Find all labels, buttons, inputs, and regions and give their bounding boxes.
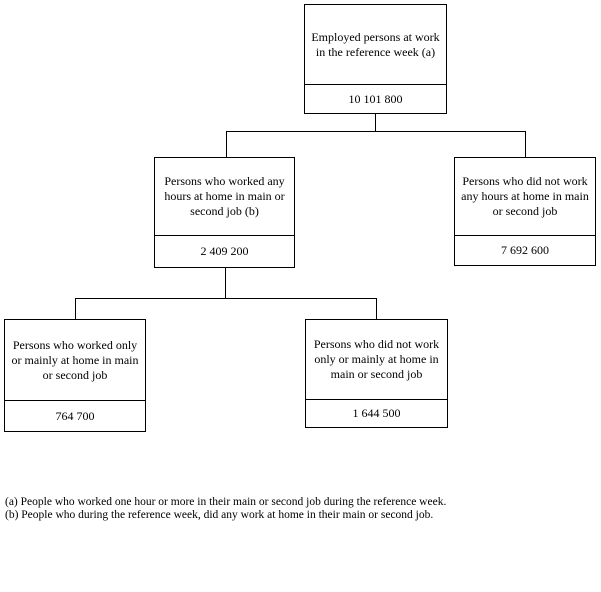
- node-label: Persons who worked any hours at home in …: [164, 174, 285, 218]
- node-label: Persons who worked only or mainly at hom…: [11, 337, 139, 382]
- connector-line: [226, 131, 526, 132]
- node-employed-persons: Employed persons at work in the referenc…: [304, 4, 447, 114]
- node-value: 7 692 600: [455, 235, 595, 265]
- connector-line: [525, 131, 526, 157]
- node-worked-any-hours-at-home: Persons who worked any hours at home in …: [154, 157, 295, 268]
- connector-line: [376, 298, 377, 319]
- connector-line: [75, 298, 76, 319]
- connector-line: [375, 114, 376, 131]
- node-label: Persons who did not work any hours at ho…: [461, 174, 589, 218]
- node-value: 764 700: [5, 400, 145, 431]
- footnote-b: (b) People who during the reference week…: [5, 509, 434, 521]
- footnote-a: (a) People who worked one hour or more i…: [5, 496, 447, 508]
- node-label: Persons who did not work only or mainly …: [313, 337, 440, 381]
- node-value: 10 101 800: [305, 84, 446, 113]
- node-not-only-or-mainly-at-home: Persons who did not work only or mainly …: [305, 319, 448, 428]
- connector-line: [226, 131, 227, 157]
- node-value: 2 409 200: [155, 235, 294, 267]
- footnotes: (a) People who worked one hour or more i…: [5, 496, 446, 522]
- connector-line: [75, 298, 377, 299]
- node-only-or-mainly-at-home: Persons who worked only or mainly at hom…: [4, 319, 146, 432]
- node-no-hours-at-home: Persons who did not work any hours at ho…: [454, 157, 596, 266]
- node-label: Employed persons at work in the referenc…: [311, 29, 440, 59]
- connector-line: [225, 268, 226, 298]
- node-value: 1 644 500: [306, 399, 447, 427]
